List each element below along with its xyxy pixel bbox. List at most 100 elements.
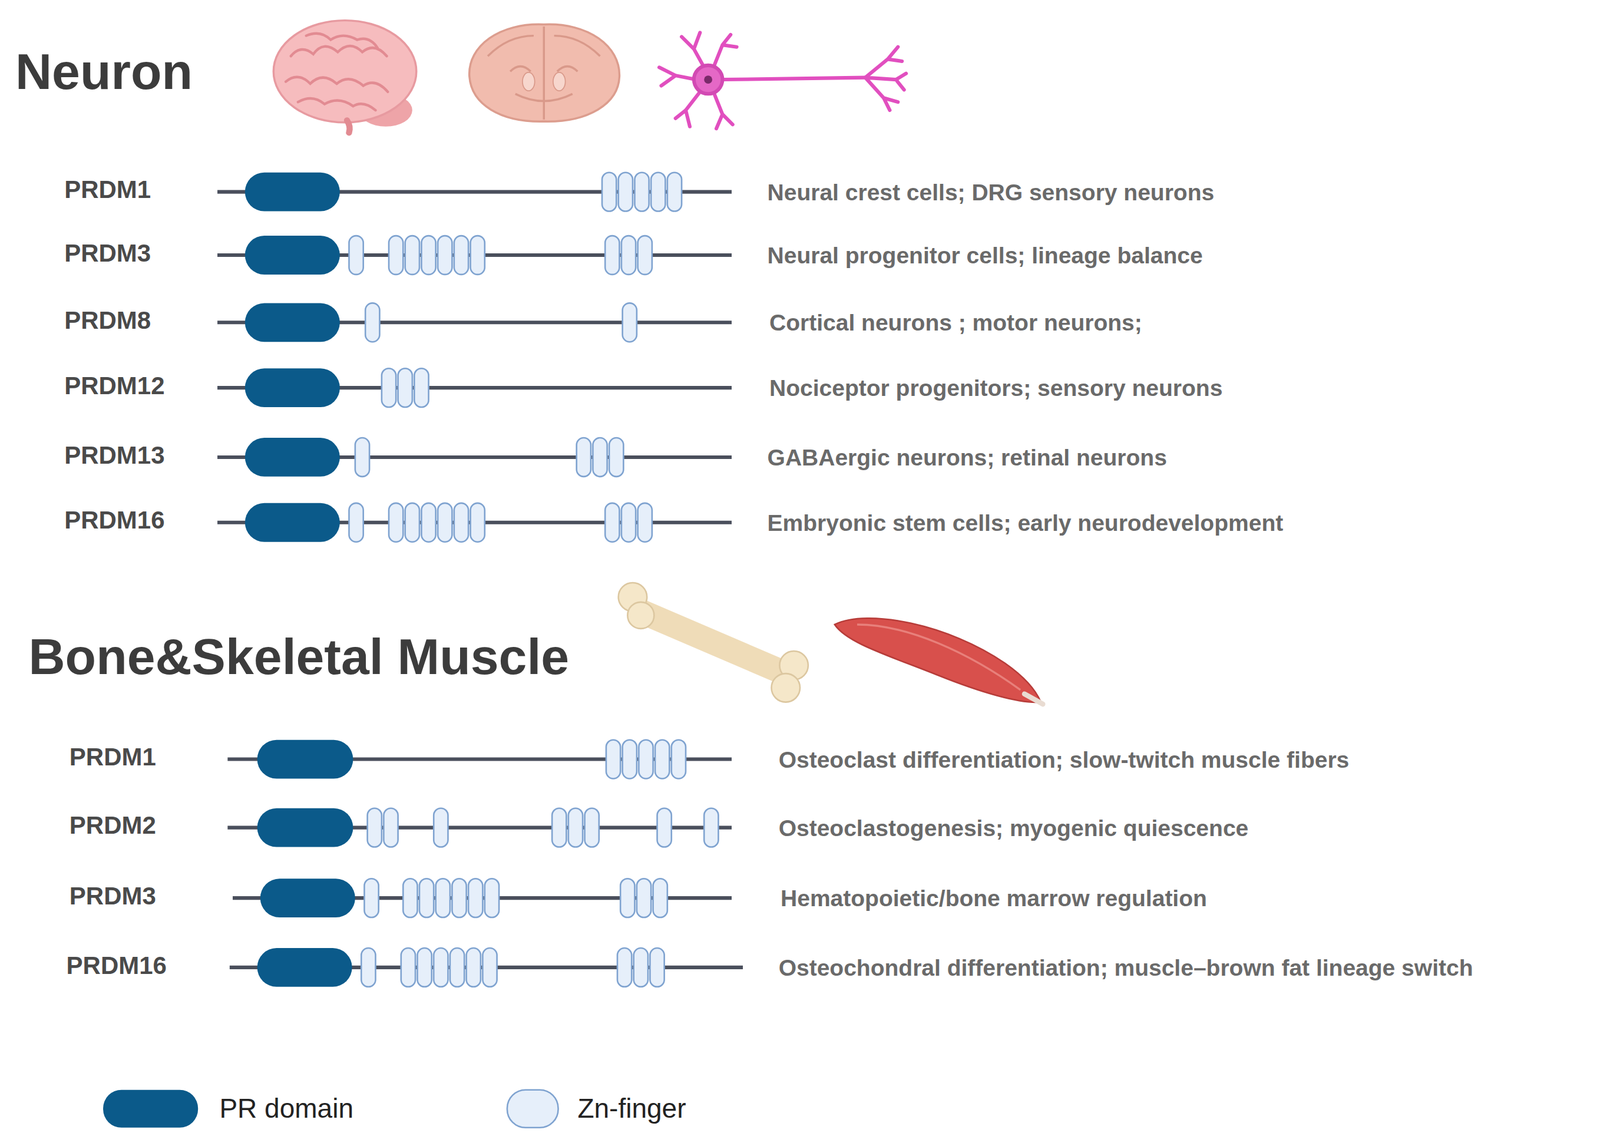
protein-name: PRDM3 <box>69 883 157 909</box>
zn-finger <box>450 947 465 987</box>
zn-finger <box>703 808 719 848</box>
domain-architecture <box>227 808 732 848</box>
domain-architecture <box>227 739 732 779</box>
zn-finger <box>367 808 382 848</box>
zn-finger <box>348 235 363 275</box>
zn-finger <box>405 235 420 275</box>
brain-stem <box>346 120 350 133</box>
zn-finger <box>348 503 363 542</box>
pr-domain <box>245 172 340 212</box>
zn-finger <box>388 235 403 275</box>
legend-swatch <box>103 1089 198 1128</box>
zn-finger <box>605 503 620 542</box>
coronal-section-illustration <box>469 24 620 122</box>
zn-finger <box>419 878 434 918</box>
function-description: Embryonic stem cells; early neurodevelop… <box>767 510 1284 534</box>
zn-finger <box>633 947 649 987</box>
zn-finger <box>470 503 485 542</box>
zn-finger <box>402 878 418 918</box>
section-structures <box>487 26 601 120</box>
zn-finger <box>617 947 632 987</box>
zn-finger <box>618 172 633 212</box>
cerebrum <box>273 20 416 123</box>
zn-finger <box>468 878 483 918</box>
section-heading: Bone&Skeletal Muscle <box>28 630 570 682</box>
zn-finger <box>383 808 398 848</box>
zn-finger <box>622 302 637 342</box>
soma <box>693 65 723 94</box>
protein-name: PRDM3 <box>64 240 151 266</box>
domain-architecture <box>217 368 732 408</box>
protein-name: PRDM12 <box>64 373 165 399</box>
brain-illustration <box>273 20 416 134</box>
zn-finger <box>451 878 466 918</box>
zn-finger <box>454 235 469 275</box>
domain-architecture <box>217 302 732 342</box>
legend-swatch <box>507 1089 559 1128</box>
axon-terminals <box>865 47 907 111</box>
pr-domain <box>257 808 354 848</box>
ventricle <box>522 72 535 91</box>
zn-finger <box>637 235 653 275</box>
zn-finger <box>667 172 682 212</box>
zn-finger <box>551 808 567 848</box>
zn-finger <box>637 503 653 542</box>
zn-finger <box>576 437 591 477</box>
zn-finger <box>671 739 686 779</box>
zn-finger <box>649 947 664 987</box>
zn-finger <box>470 235 485 275</box>
domain-architecture <box>217 172 732 212</box>
pr-domain <box>245 235 340 275</box>
domain-architecture <box>229 947 743 987</box>
zn-finger <box>421 235 436 275</box>
zn-finger <box>568 808 583 848</box>
function-description: GABAergic neurons; retinal neurons <box>767 445 1168 469</box>
zn-finger <box>421 503 436 542</box>
pr-domain <box>257 739 354 779</box>
zn-finger <box>621 503 636 542</box>
zn-finger <box>653 878 668 918</box>
zn-finger <box>388 503 403 542</box>
neuron-illustration <box>659 32 907 129</box>
zn-finger <box>584 808 600 848</box>
zn-finger <box>433 808 448 848</box>
zn-finger <box>606 739 621 779</box>
zn-finger <box>433 947 448 987</box>
dendrites <box>659 32 737 129</box>
tendon <box>1024 693 1043 704</box>
domain-architecture <box>217 437 732 477</box>
muscle-belly <box>834 617 1041 703</box>
protein-name: PRDM8 <box>64 308 151 333</box>
zn-finger <box>361 947 376 987</box>
zn-finger <box>634 172 649 212</box>
zn-finger <box>381 368 396 408</box>
pr-domain <box>257 947 353 987</box>
zn-finger <box>638 739 653 779</box>
muscle-illustration <box>834 617 1043 704</box>
zn-finger <box>621 235 636 275</box>
zn-finger <box>355 437 370 477</box>
zn-finger <box>454 503 469 542</box>
zn-finger <box>466 947 481 987</box>
bone-head <box>627 602 654 629</box>
section-heading: Neuron <box>15 45 193 97</box>
zn-finger <box>605 235 620 275</box>
zn-finger <box>435 878 451 918</box>
bone-shaft <box>642 612 786 674</box>
domain-architecture <box>217 235 732 275</box>
protein-name: PRDM16 <box>64 507 165 533</box>
pr-domain <box>260 878 356 918</box>
zn-finger <box>592 437 607 477</box>
section-outline <box>469 24 620 122</box>
zn-finger <box>365 302 380 342</box>
zn-finger <box>622 739 637 779</box>
zn-finger <box>398 368 413 408</box>
pr-domain <box>245 368 340 408</box>
pr-domain <box>245 302 340 342</box>
zn-finger <box>650 172 666 212</box>
zn-finger <box>609 437 624 477</box>
protein-name: PRDM16 <box>66 953 167 978</box>
zn-finger <box>417 947 432 987</box>
zn-finger <box>414 368 429 408</box>
